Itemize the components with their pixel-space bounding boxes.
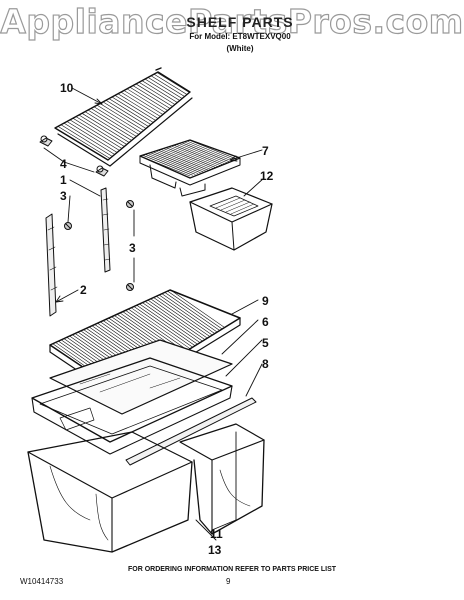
wire-line <box>153 73 190 109</box>
wire-line <box>164 292 238 343</box>
document-number: W10414733 <box>20 577 64 586</box>
shelf-ladder-rear <box>100 187 111 273</box>
wire-line <box>96 104 153 140</box>
callout-7: 7 <box>262 144 269 158</box>
wire-line <box>176 144 227 165</box>
wire-line <box>90 108 147 143</box>
wire-line <box>142 154 193 176</box>
wire-line <box>147 153 199 174</box>
callout-9: 9 <box>262 294 269 308</box>
wire-line <box>173 144 225 166</box>
wire-line <box>114 95 171 130</box>
wire-line <box>147 77 190 112</box>
wire-line <box>69 119 126 155</box>
deli-drawer <box>189 187 273 251</box>
callout-11: 11 <box>210 527 223 541</box>
crisper-cover <box>139 139 241 197</box>
wire-line <box>189 140 240 161</box>
glass-insert <box>49 339 233 415</box>
wire-line <box>167 290 240 342</box>
callout-5: 5 <box>262 336 269 350</box>
wire-line <box>102 101 159 137</box>
wire-line <box>72 117 129 153</box>
wire-shelf-upper <box>54 67 193 167</box>
crisper-drawer-left <box>27 431 193 553</box>
wire-line <box>81 113 138 148</box>
wire-line <box>93 106 150 142</box>
wire-line <box>155 150 206 172</box>
wire-line <box>129 86 186 122</box>
wire-line <box>140 155 191 177</box>
wire-line <box>75 116 132 151</box>
wire-line <box>156 72 190 107</box>
screw-top-left <box>64 222 72 230</box>
wire-line <box>144 154 196 175</box>
wire-line <box>117 93 174 129</box>
wire-line <box>170 145 222 167</box>
screw-top-right <box>126 200 134 208</box>
callout-3-upper: 3 <box>60 189 67 203</box>
wire-line <box>168 146 219 168</box>
model-line: For Model: ET8WTEXVQ00 <box>189 32 291 41</box>
wire-line <box>87 109 144 145</box>
callout-1: 1 <box>60 173 67 187</box>
wire-line <box>152 151 204 173</box>
leader-lines <box>43 87 265 541</box>
wire-line <box>144 78 190 114</box>
color-line: (White) <box>226 44 254 53</box>
wire-line <box>63 122 120 158</box>
crisper-frame <box>31 357 233 455</box>
wire-line <box>60 124 117 160</box>
wire-line <box>183 141 235 163</box>
wire-line <box>159 72 190 106</box>
callout-10: 10 <box>60 81 74 95</box>
wire-line <box>150 75 190 111</box>
wire-line <box>57 126 114 160</box>
wire-line <box>99 103 156 138</box>
wire-line <box>178 143 230 164</box>
wire-line <box>163 148 214 169</box>
shelf-support-right <box>95 165 109 177</box>
wire-line <box>165 147 217 168</box>
callout-2: 2 <box>80 283 87 297</box>
front-trim-strip <box>125 397 257 466</box>
wire-line <box>186 140 238 162</box>
ordering-note: FOR ORDERING INFORMATION REFER TO PARTS … <box>127 566 337 573</box>
callout-12: 12 <box>260 169 274 183</box>
wire-line <box>84 111 141 146</box>
callout-13: 13 <box>208 543 222 557</box>
watermark: AppliancePartsPros.com <box>0 1 464 41</box>
wire-line <box>150 152 201 173</box>
wire-line <box>78 114 135 150</box>
screw-bottom-right <box>126 283 134 291</box>
crisper-drawer-right <box>179 423 265 535</box>
callout-8: 8 <box>262 357 269 371</box>
wire-line <box>120 91 177 127</box>
callout-labels: 10 4 1 3 7 12 3 2 9 6 5 8 11 13 <box>60 81 274 557</box>
wire-line <box>160 149 212 170</box>
shelf-ladder-side <box>45 213 58 317</box>
shelf-support-left <box>39 135 53 147</box>
wire-line <box>157 149 209 171</box>
callout-3-lower: 3 <box>129 241 136 255</box>
wire-line <box>132 85 189 120</box>
wire-line <box>181 142 232 163</box>
wire-line <box>66 121 123 156</box>
callout-6: 6 <box>262 315 269 329</box>
page-title: SHELF PARTS <box>186 14 294 30</box>
wire-line <box>105 99 162 135</box>
page-number: 9 <box>226 577 231 586</box>
callout-4: 4 <box>60 157 67 171</box>
wire-line <box>135 83 190 119</box>
